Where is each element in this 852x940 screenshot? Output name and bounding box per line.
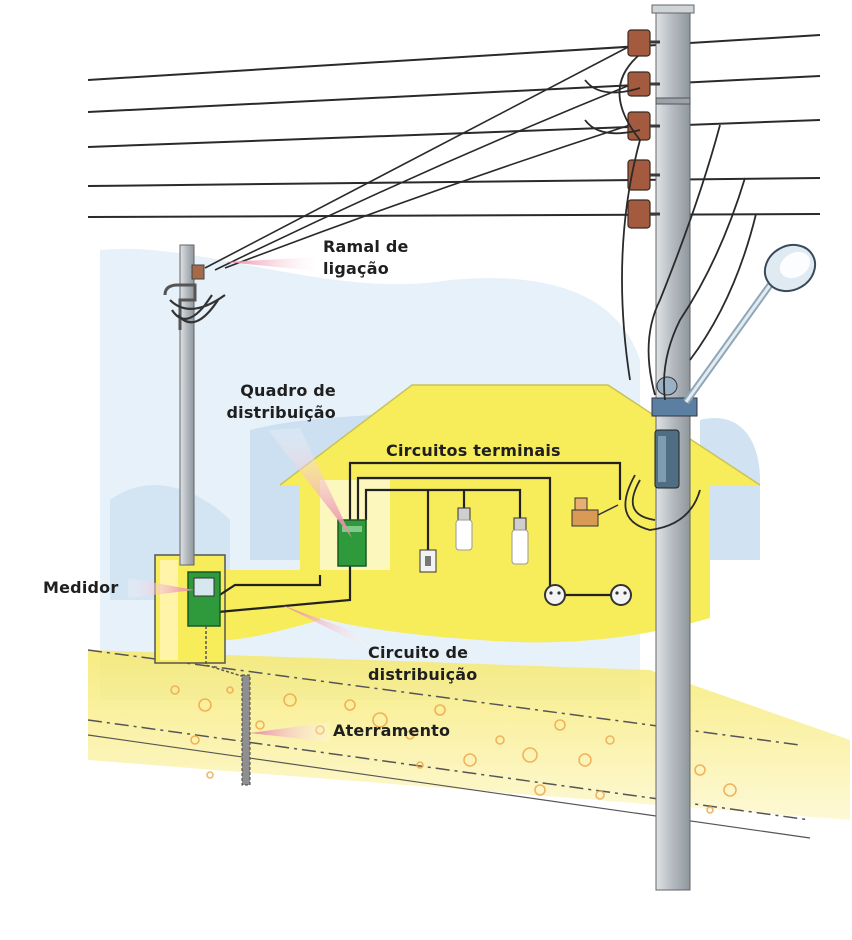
label-ramal-de-ligacao: Ramal de ligação (323, 236, 409, 280)
label-quadro-line2: distribuição (226, 403, 336, 422)
utility-pole (584, 4, 817, 891)
label-medidor: Medidor (43, 578, 119, 597)
label-circuito-line2: distribuição (368, 665, 478, 684)
label-pointers (128, 257, 372, 742)
grounding-rod (205, 626, 251, 786)
distribution-board (337, 519, 367, 567)
fixtures (419, 497, 632, 606)
appliance (571, 497, 619, 527)
label-ramal-line2: ligação (323, 259, 389, 278)
lamp-2 (511, 517, 529, 565)
service-drop-wires (204, 44, 633, 271)
label-aterramento: Aterramento (333, 721, 451, 740)
label-circuitos-terminais: Circuitos terminais (386, 441, 561, 460)
overhead-power-lines (87, 34, 821, 218)
lamp-1 (455, 507, 473, 551)
label-ramal-line1: Ramal de (323, 237, 409, 256)
electric-meter (187, 571, 221, 627)
label-circuito-line1: Circuito de (368, 643, 469, 662)
label-circuito-de-distribuicao: Circuito de distribuição (368, 642, 478, 686)
terminal-circuits-wiring (211, 461, 622, 614)
service-pole (163, 244, 226, 566)
label-quadro-de-distribuicao: Quadro de distribuição (218, 380, 336, 424)
label-quadro-line1: Quadro de (240, 381, 336, 400)
